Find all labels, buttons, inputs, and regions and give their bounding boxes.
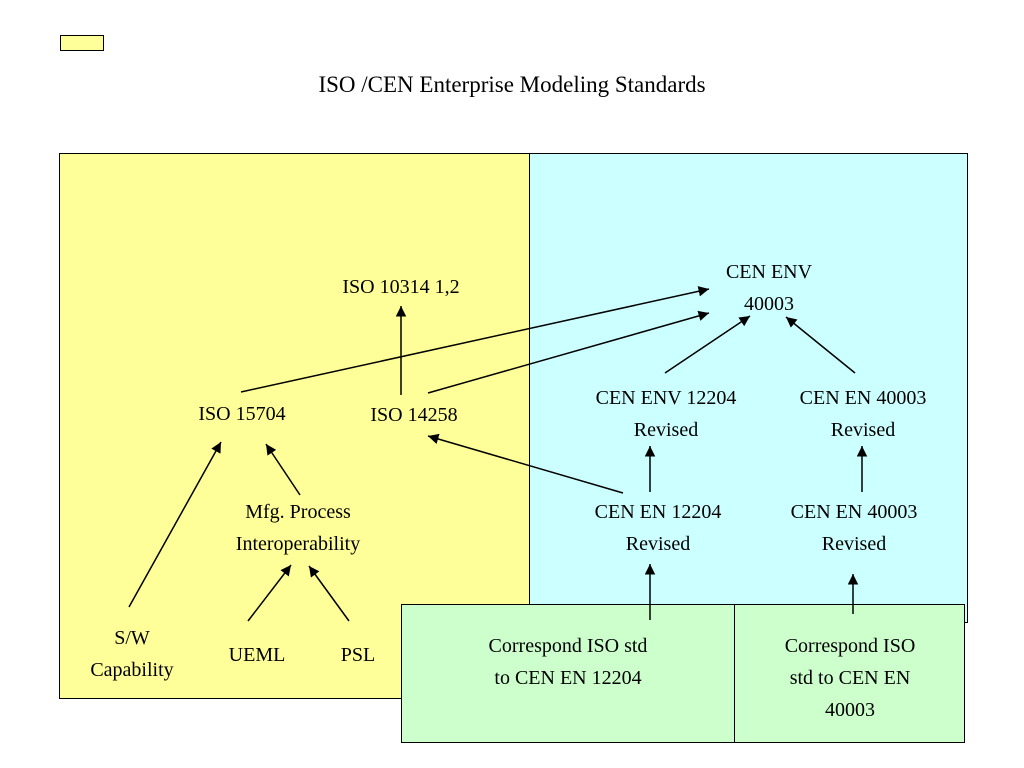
node-psl: PSL (340, 644, 376, 666)
node-iso-14258: ISO 14258 (370, 404, 458, 426)
node-cen-en-12204-revised: CEN EN 12204 Revised (594, 501, 722, 555)
arrow-ueml-to-mfg (247, 564, 292, 622)
node-cen-en-40003-revised-top: CEN EN 40003 Revised (799, 387, 927, 441)
diagram-title: ISO /CEN Enterprise Modeling Standards (318, 72, 706, 97)
node-mfg-process: Mfg. Process Interoperability (235, 501, 361, 555)
node-correspond-12204: Correspond ISO std to CEN EN 12204 (488, 635, 648, 689)
correspond-box-12204 (401, 604, 735, 743)
arrow-sw-to-15704 (128, 441, 222, 608)
node-correspond-40003: Correspond ISO std to CEN EN 40003 (784, 635, 916, 721)
correspond-box-40003 (734, 604, 965, 743)
node-cen-env-40003: CEN ENV 40003 (725, 261, 813, 315)
cen-panel (529, 153, 968, 623)
node-cen-en-40003-revised-bottom: CEN EN 40003 Revised (790, 501, 918, 555)
arrow-cenenv12204-to-cenenv40003 (664, 315, 751, 374)
node-cen-env-12204-revised: CEN ENV 12204 Revised (595, 387, 737, 441)
arrow-psl-to-mfg (308, 565, 350, 622)
node-iso-10314: ISO 10314 1,2 (342, 276, 460, 298)
node-ueml: UEML (228, 644, 286, 666)
node-sw-capability: S/W Capability (90, 627, 174, 681)
arrow-mfg-to-15704 (265, 443, 301, 496)
node-iso-15704: ISO 15704 (198, 403, 286, 425)
arrow-14258-to-cenenv40003 (427, 310, 710, 394)
arrow-cenen12204-to-14258 (427, 433, 624, 494)
legend-swatch (60, 35, 104, 51)
arrow-15704-to-cenenv40003 (240, 286, 710, 393)
arrow-cenen40003-to-cenenv40003 (785, 316, 856, 374)
